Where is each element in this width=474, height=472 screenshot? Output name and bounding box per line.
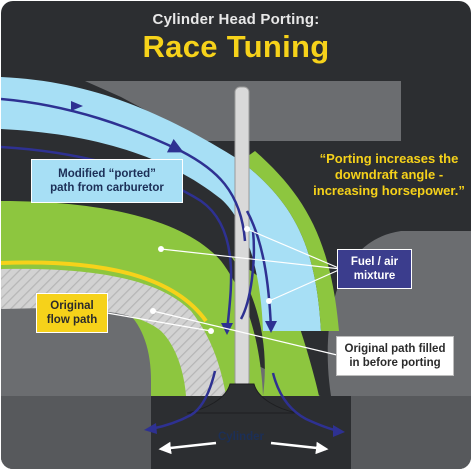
flow-arrow-middle bbox=[1, 145, 233, 332]
label-original-flow: Original flow path bbox=[36, 293, 108, 333]
cylinder-arrow-right bbox=[270, 441, 329, 455]
cylinder-arrow-left bbox=[158, 441, 217, 455]
label-filled-path: Original path filled in before porting bbox=[336, 336, 454, 376]
leader-filled bbox=[152, 310, 338, 356]
label-cylinder: Cylinder bbox=[217, 431, 264, 443]
valve-stem bbox=[234, 86, 250, 388]
diagram-title: Race Tuning bbox=[142, 29, 330, 64]
flow-arrow-top bbox=[1, 97, 247, 242]
quote-text: “Porting increases the downdraft angle -… bbox=[313, 151, 465, 198]
diagram-subtitle: Cylinder Head Porting: bbox=[152, 11, 320, 28]
leader-original bbox=[106, 312, 212, 332]
label-ported-path: Modified “ported” path from carburetor bbox=[31, 159, 183, 203]
label-fuel-air: Fuel / air mixture bbox=[337, 249, 412, 289]
flow-arrow-inner bbox=[245, 210, 273, 330]
leader-fuel-a bbox=[160, 248, 342, 270]
